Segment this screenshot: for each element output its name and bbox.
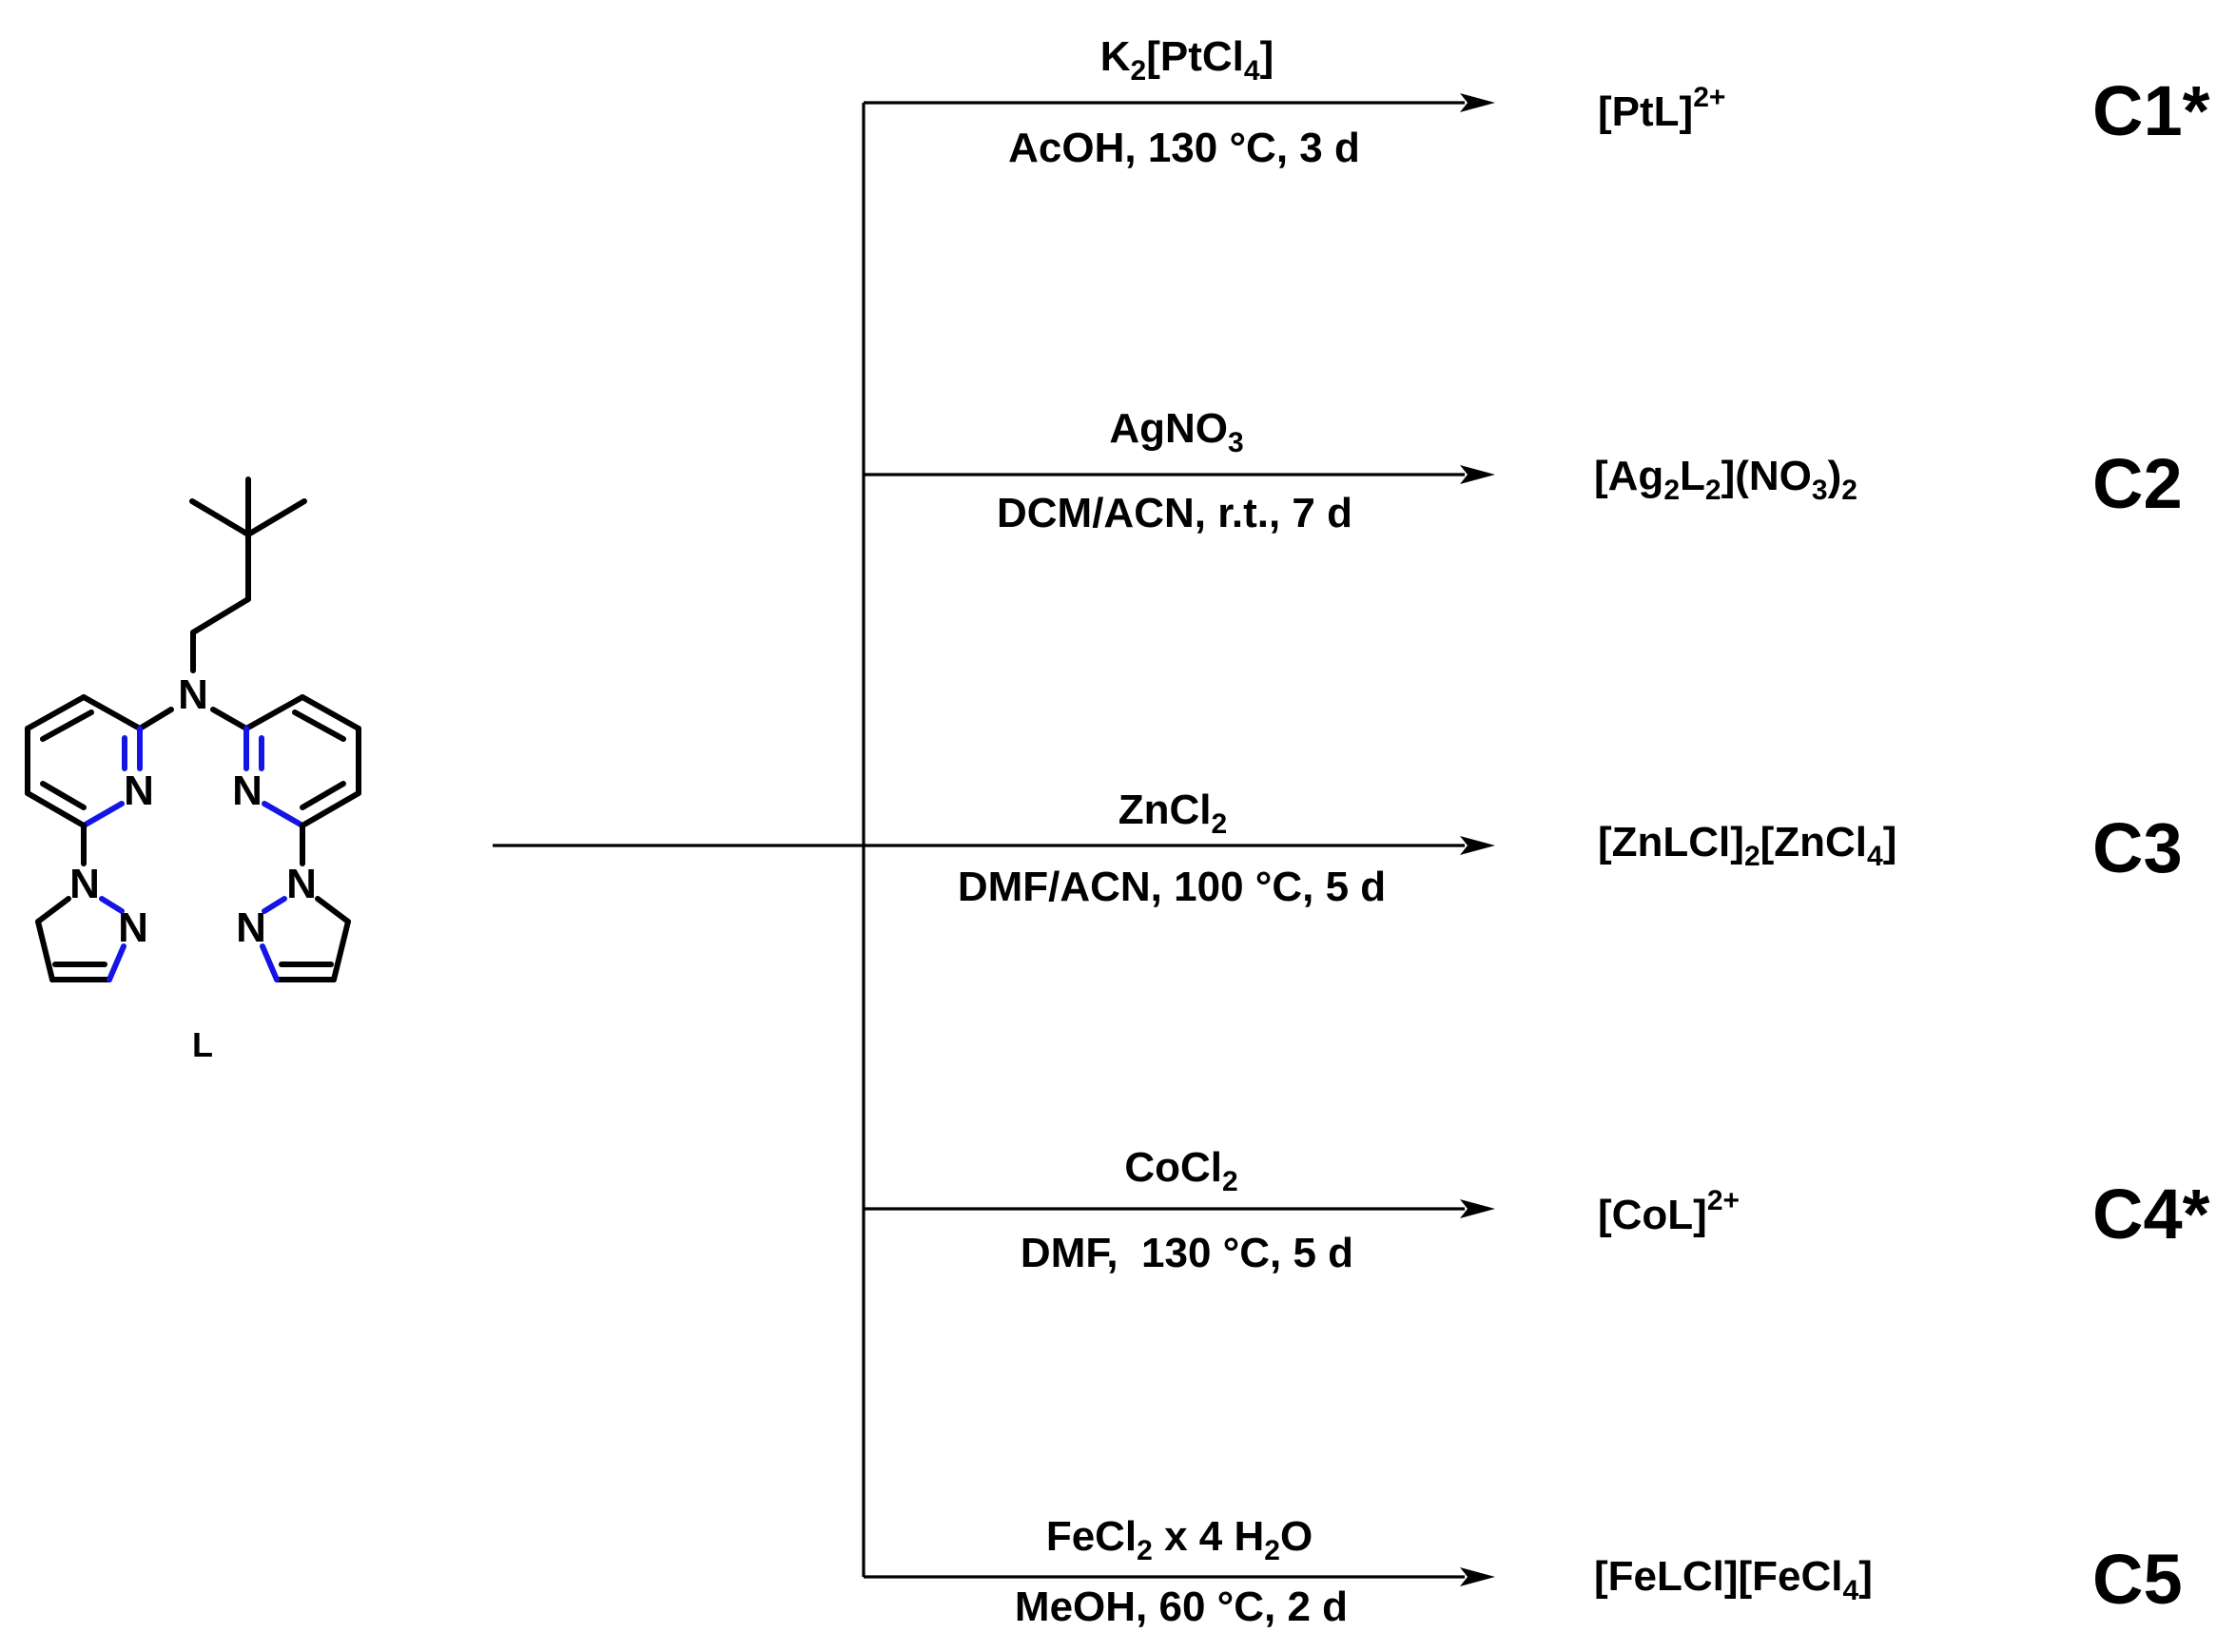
ligand-structure: N N N N N N N L <box>25 476 361 1064</box>
product-1: [PtL]2+ <box>1598 82 1725 135</box>
conditions-5: MeOH, 60 °C, 2 d <box>1015 1584 1348 1630</box>
reaction-3: ZnCl2 DMF/ACN, 100 °C, 5 d [ZnLCl]2[ZnCl… <box>958 787 2183 910</box>
reaction-1: K2[PtCl4] AcOH, 130 °C, 3 d [PtL]2+ C1* <box>1008 33 2209 171</box>
compound-label-5: C5 <box>2092 1540 2183 1619</box>
pyridine-nitrogen-left: N <box>124 768 154 814</box>
conditions-3: DMF/ACN, 100 °C, 5 d <box>958 864 1386 910</box>
conditions-2: DCM/ACN, r.t., 7 d <box>997 490 1352 536</box>
conditions-1: AcOH, 130 °C, 3 d <box>1008 125 1360 171</box>
compound-label-2: C2 <box>2092 444 2183 523</box>
product-4: [CoL]2+ <box>1598 1185 1740 1238</box>
reagent-1: K2[PtCl4] <box>1100 33 1274 87</box>
reaction-2: AgNO3 DCM/ACN, r.t., 7 d [Ag2L2](NO3)2 C… <box>997 405 2183 536</box>
product-3: [ZnLCl]2[ZnCl4] <box>1598 819 1896 872</box>
arrowhead-3 <box>1460 836 1495 855</box>
compound-label-4: C4* <box>2092 1175 2210 1254</box>
reaction-5: FeCl2 x 4 H2O MeOH, 60 °C, 2 d [FeLCl][F… <box>1015 1513 2183 1630</box>
arrowhead-5 <box>1460 1567 1495 1586</box>
reagent-2: AgNO3 <box>1109 405 1243 458</box>
ligand-label: L <box>192 1025 213 1064</box>
pyrazole-n1-right: N <box>286 861 317 907</box>
product-5: [FeLCl][FeCl4] <box>1594 1553 1873 1606</box>
pyridine-nitrogen-right: N <box>232 768 263 814</box>
reagent-4: CoCl2 <box>1124 1144 1237 1197</box>
arrowhead-1 <box>1460 93 1495 112</box>
arrowhead-2 <box>1460 465 1495 484</box>
compound-label-3: C3 <box>2092 808 2183 887</box>
arrowhead-4 <box>1460 1199 1495 1218</box>
product-2: [Ag2L2](NO3)2 <box>1594 453 1857 506</box>
pyrazole-n2-left: N <box>118 904 148 951</box>
reagent-5: FeCl2 x 4 H2O <box>1046 1513 1313 1566</box>
reagent-3: ZnCl2 <box>1118 787 1227 840</box>
pyrazole-n1-left: N <box>69 861 100 907</box>
pyrazole-n2-right: N <box>236 904 266 951</box>
arrow-tree <box>493 93 1495 1586</box>
reaction-4: CoCl2 DMF, 130 °C, 5 d [CoL]2+ C4* <box>1021 1144 2210 1276</box>
conditions-4: DMF, 130 °C, 5 d <box>1021 1230 1353 1276</box>
compound-label-1: C1* <box>2092 71 2210 150</box>
amine-nitrogen: N <box>178 671 208 718</box>
